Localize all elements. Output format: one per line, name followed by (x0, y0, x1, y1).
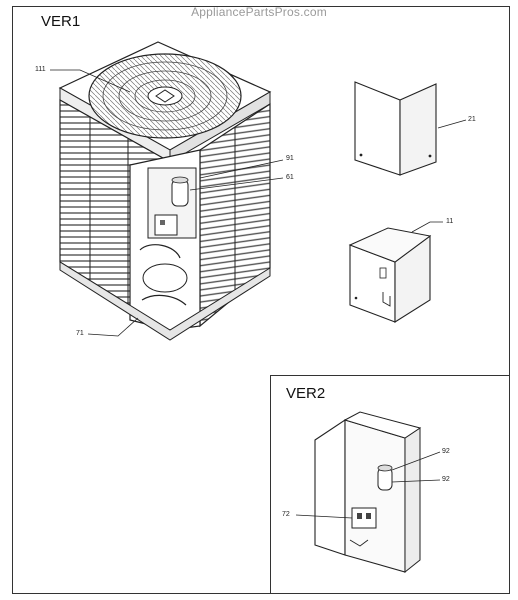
ver2-control-box (314, 411, 422, 574)
corner-panel (354, 81, 437, 176)
capacitor (171, 176, 189, 207)
watermark: AppliancePartsPros.com (191, 5, 327, 19)
callout-21: 21 (468, 116, 476, 123)
callout-92-upper: 92 (442, 448, 450, 455)
diagram-frame (12, 6, 510, 594)
callout-61: 61 (286, 174, 294, 181)
control-box-bracket (348, 227, 432, 323)
callout-11: 11 (446, 218, 454, 225)
callout-111: 111 (35, 66, 46, 73)
leader-lines (50, 69, 467, 519)
fan-grille (88, 53, 242, 139)
ver2-inset-box (270, 375, 510, 594)
callout-72: 72 (282, 511, 290, 518)
callout-71: 71 (76, 330, 84, 337)
section-label-ver2: VER2 (286, 385, 326, 402)
section-label-ver1: VER1 (41, 13, 81, 30)
callout-92-lower: 92 (442, 476, 450, 483)
callout-91: 91 (286, 155, 294, 162)
condenser-unit (58, 41, 272, 341)
